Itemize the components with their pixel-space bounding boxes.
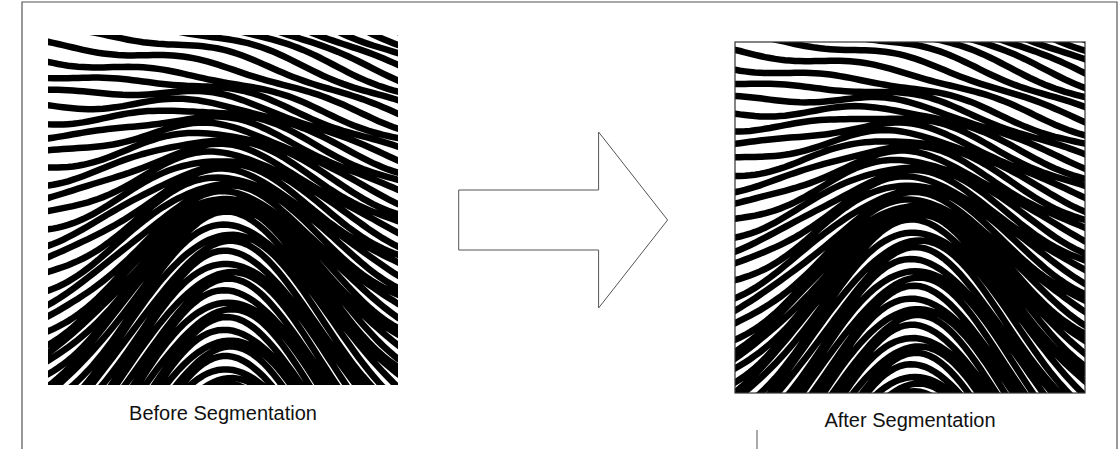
frame-tick — [757, 430, 758, 449]
image-border — [735, 42, 1085, 393]
image-caption: After Segmentation — [735, 409, 1085, 432]
block-arrow — [459, 132, 668, 308]
ridge-lines — [48, 35, 398, 385]
fingerprint-after — [735, 42, 1085, 393]
image-caption: Before Segmentation — [48, 402, 398, 425]
image-panel: After Segmentation — [735, 42, 1085, 393]
image-panel: Before Segmentation — [48, 35, 398, 385]
fingerprint-before — [48, 35, 398, 385]
ridge-lines — [735, 42, 1085, 393]
